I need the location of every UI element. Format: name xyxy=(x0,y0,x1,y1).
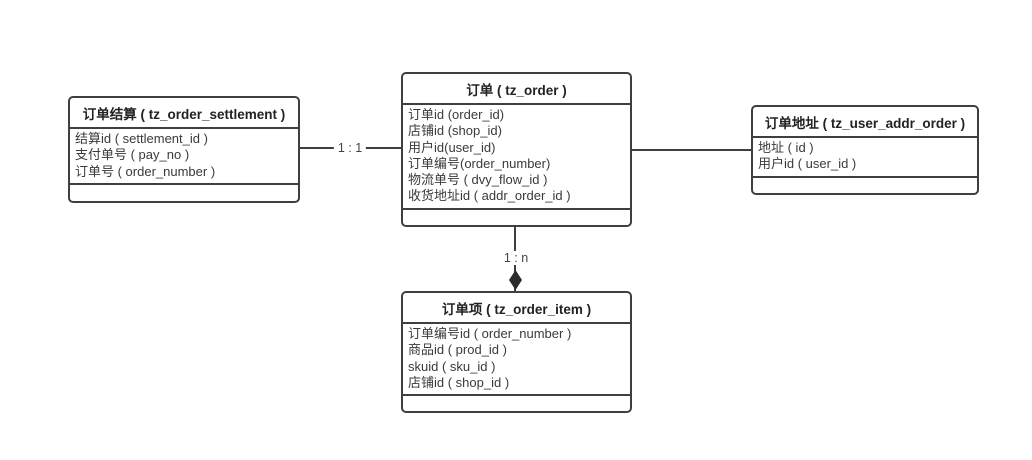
entity-order-item-title: 订单项 ( tz_order_item ) xyxy=(403,293,630,324)
entity-order-footer xyxy=(403,210,630,225)
entity-order-fields: 订单id (order_id) 店铺id (shop_id) 用户id(user… xyxy=(403,105,630,210)
entity-user-addr-order[interactable]: 订单地址 ( tz_user_addr_order ) 地址 ( id ) 用户… xyxy=(751,105,979,195)
field-pay-no: 支付单号 ( pay_no ) xyxy=(75,147,190,163)
field-user-id: 用户id(user_id) xyxy=(408,139,496,155)
entity-order-title: 订单 ( tz_order ) xyxy=(403,74,630,105)
field-dvy-flow-id: 物流单号 ( dvy_flow_id ) xyxy=(408,172,548,188)
entity-user-addr-order-footer xyxy=(753,178,977,193)
entity-order-item-footer xyxy=(403,396,630,411)
entity-order[interactable]: 订单 ( tz_order ) 订单id (order_id) 店铺id (sh… xyxy=(401,72,632,227)
field-prod-id: 商品id ( prod_id ) xyxy=(408,342,507,358)
entity-order-settlement-fields: 结算id ( settlement_id ) 支付单号 ( pay_no ) 订… xyxy=(70,129,298,185)
entity-user-addr-order-title: 订单地址 ( tz_user_addr_order ) xyxy=(753,107,977,138)
cardinality-label-1-1: 1 : 1 xyxy=(333,141,367,155)
filled-diamond-arrow-icon xyxy=(509,270,522,290)
entity-user-addr-order-fields: 地址 ( id ) 用户id ( user_id ) xyxy=(753,138,977,178)
field-order-number: 订单号 ( order_number ) xyxy=(75,163,216,179)
cardinality-label-1-n: 1 : n xyxy=(499,251,533,265)
entity-order-settlement-footer xyxy=(70,185,298,201)
field-order-number-id: 订单编号id ( order_number ) xyxy=(408,326,572,341)
field-shop-id: 店铺id (shop_id) xyxy=(408,123,502,139)
field-addr-order-id: 收货地址id ( addr_order_id ) xyxy=(408,188,571,204)
entity-order-settlement[interactable]: 订单结算 ( tz_order_settlement ) 结算id ( sett… xyxy=(68,96,300,203)
connector-order-to-address xyxy=(632,149,751,151)
field-settlement-id: 结算id ( settlement_id ) xyxy=(75,131,208,146)
entity-order-settlement-title: 订单结算 ( tz_order_settlement ) xyxy=(70,98,298,129)
field-addr-id: 地址 ( id ) xyxy=(758,140,814,155)
field-order-id: 订单id (order_id) xyxy=(408,107,505,122)
entity-order-item-fields: 订单编号id ( order_number ) 商品id ( prod_id )… xyxy=(403,324,630,397)
field-user-id: 用户id ( user_id ) xyxy=(758,156,857,172)
entity-order-item[interactable]: 订单项 ( tz_order_item ) 订单编号id ( order_num… xyxy=(401,291,632,413)
field-shop-id: 店铺id ( shop_id ) xyxy=(408,374,510,390)
field-sku-id: skuid ( sku_id ) xyxy=(408,358,496,374)
field-order-number: 订单编号(order_number) xyxy=(408,155,551,171)
